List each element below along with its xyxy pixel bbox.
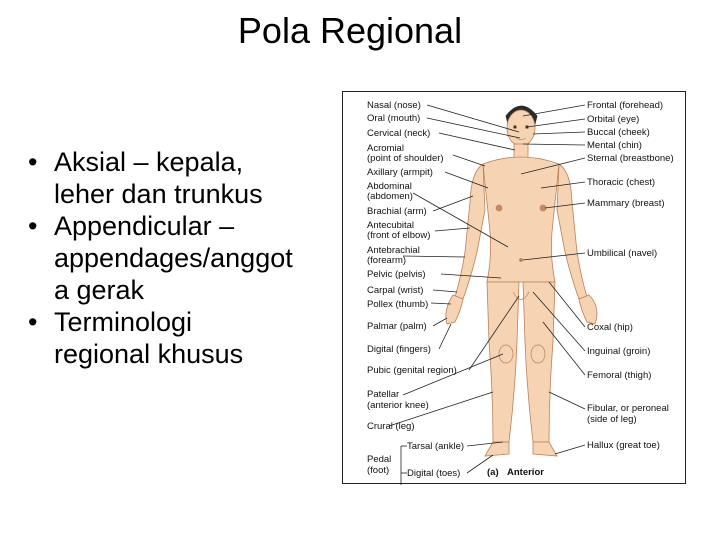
bullet-line: Terminologi [54, 307, 193, 337]
label-acromial-desc: (point of shoulder) [367, 153, 444, 164]
leader-lines [388, 104, 586, 485]
label-umbilical: Umbilical (navel) [587, 248, 657, 259]
label-digital-fingers: Digital (fingers) [367, 344, 431, 355]
label-antecubital: Antecubital [367, 220, 414, 231]
bullet-dot: • [28, 211, 38, 241]
bullet-line: a gerak [54, 275, 145, 305]
label-abdominal: Abdominal [367, 181, 412, 192]
label-carpal: Carpal (wrist) [367, 285, 423, 296]
label-fibular: Fibular, or peroneal [587, 403, 669, 414]
label-antecubital-desc: (front of elbow) [367, 230, 430, 241]
bullet-list: • Aksial – kepala, leher dan trunkus • A… [28, 146, 328, 370]
label-pollex: Pollex (thumb) [367, 299, 428, 310]
bullet-line: leher dan trunkus [54, 179, 263, 209]
label-femoral: Femoral (thigh) [587, 370, 651, 381]
label-tarsal: Tarsal (ankle) [407, 441, 464, 452]
label-patellar: Patellar [367, 389, 399, 400]
label-pedal: Pedal [367, 454, 391, 465]
bullet-item: • Appendicular – appendages/anggot a ger… [28, 210, 328, 306]
label-nasal: Nasal (nose) [367, 100, 421, 111]
label-mental: Mental (chin) [587, 140, 642, 151]
anatomy-diagram: Nasal (nose) Oral (mouth) Cervical (neck… [367, 100, 674, 485]
label-acromial: Acromial [367, 143, 404, 154]
label-inguinal: Inguinal (groin) [587, 346, 650, 357]
slide-title: Pola Regional [237, 10, 463, 51]
label-patellar-desc: (anterior knee) [367, 400, 429, 411]
bullet-item: • Terminologi regional khusus [28, 306, 328, 370]
label-thoracic: Thoracic (chest) [587, 177, 655, 188]
bullet-dot: • [28, 147, 38, 177]
label-sternal: Sternal (breastbone) [587, 153, 674, 164]
right-labels: Frontal (forehead) Orbital (eye) Buccal … [587, 100, 674, 451]
anatomy-figure: Nasal (nose) Oral (mouth) Cervical (neck… [342, 91, 686, 485]
label-digital-toes: Digital (toes) [407, 468, 460, 479]
label-pubic: Pubic (genital region) [367, 365, 457, 376]
caption-word: Anterior [507, 467, 544, 478]
label-pelvic: Pelvic (pelvis) [367, 269, 426, 280]
caption-letter: (a) [487, 467, 499, 478]
bullet-line: Aksial – kepala, [54, 147, 244, 177]
label-axillary: Axillary (armpit) [367, 167, 433, 178]
figure-caption: (a) Anterior [487, 467, 544, 478]
bullet-dot: • [28, 307, 38, 337]
label-abdominal-desc: (abdomen) [367, 191, 413, 202]
label-cervical: Cervical (neck) [367, 128, 430, 139]
label-crural: Crural (leg) [367, 421, 415, 432]
human-body-illustration [445, 105, 598, 457]
bullet-line: appendages/anggot [54, 243, 293, 273]
label-antebrachial: Antebrachial [367, 245, 420, 256]
label-coxal: Coxal (hip) [587, 322, 633, 333]
label-oral: Oral (mouth) [367, 113, 420, 124]
label-hallux: Hallux (great toe) [587, 440, 660, 451]
label-fibular-desc: (side of leg) [587, 414, 637, 425]
label-mammary: Mammary (breast) [587, 198, 665, 209]
label-buccal: Buccal (cheek) [587, 127, 650, 138]
label-pedal-desc: (foot) [367, 465, 389, 476]
bullet-line: regional khusus [54, 339, 244, 369]
label-brachial: Brachial (arm) [367, 206, 427, 217]
label-palmar: Palmar (palm) [367, 321, 427, 332]
label-antebrachial-desc: (forearm) [367, 255, 406, 266]
bullet-item: • Aksial – kepala, leher dan trunkus [28, 146, 328, 210]
bullet-line: Appendicular – [54, 211, 235, 241]
label-frontal: Frontal (forehead) [587, 100, 663, 111]
label-orbital: Orbital (eye) [587, 114, 639, 125]
left-labels: Nasal (nose) Oral (mouth) Cervical (neck… [367, 100, 464, 479]
